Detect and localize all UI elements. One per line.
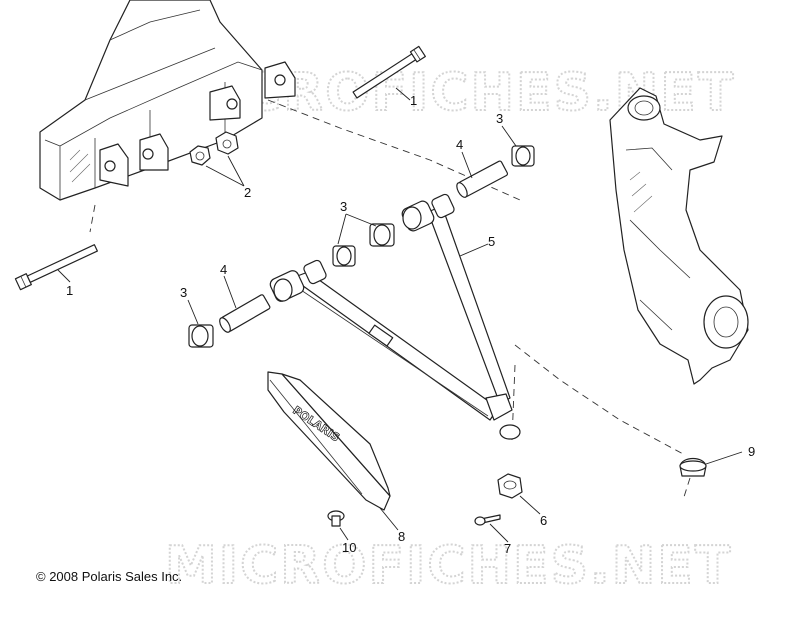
callout-6: 6 — [540, 513, 547, 528]
copyright: © 2008 Polaris Sales Inc. — [36, 569, 182, 584]
nut-6 — [497, 473, 523, 499]
callout-4-right: 4 — [456, 137, 463, 152]
screw-10 — [327, 510, 345, 527]
leader-lines — [57, 87, 743, 543]
callout-1-lower: 1 — [66, 283, 73, 298]
callout-3-left: 3 — [180, 285, 187, 300]
callout-7: 7 — [504, 541, 511, 556]
bolt-upper — [352, 45, 426, 99]
callout-3-right: 3 — [496, 111, 503, 126]
sleeve-left — [219, 294, 271, 333]
callout-4-left: 4 — [220, 262, 227, 277]
bushing-middle-pair — [332, 223, 395, 267]
callout-3-middle: 3 — [340, 199, 347, 214]
steering-knuckle — [609, 87, 749, 385]
a-arm — [269, 193, 521, 440]
callout-5: 5 — [488, 234, 495, 249]
bushing-right — [511, 145, 535, 167]
sleeve-right — [456, 160, 509, 198]
skid-plate: POLARIS — [267, 371, 391, 511]
callout-1-upper: 1 — [410, 93, 417, 108]
callout-labels: 1 1 2 3 3 3 4 4 5 6 7 8 9 10 — [66, 93, 755, 556]
watermark-bottom: MICROFICHES.NET — [165, 536, 732, 596]
bolt-lower — [14, 244, 98, 291]
callout-9: 9 — [748, 444, 755, 459]
cotter-pin-7 — [474, 514, 501, 526]
assembly-guide-lines — [89, 99, 691, 501]
nut-pair-2 — [189, 131, 239, 166]
callout-10: 10 — [342, 540, 356, 555]
plug-9 — [679, 457, 707, 477]
callout-2: 2 — [244, 185, 251, 200]
frame — [39, 0, 296, 201]
bushing-left — [188, 324, 214, 348]
callout-8: 8 — [398, 529, 405, 544]
